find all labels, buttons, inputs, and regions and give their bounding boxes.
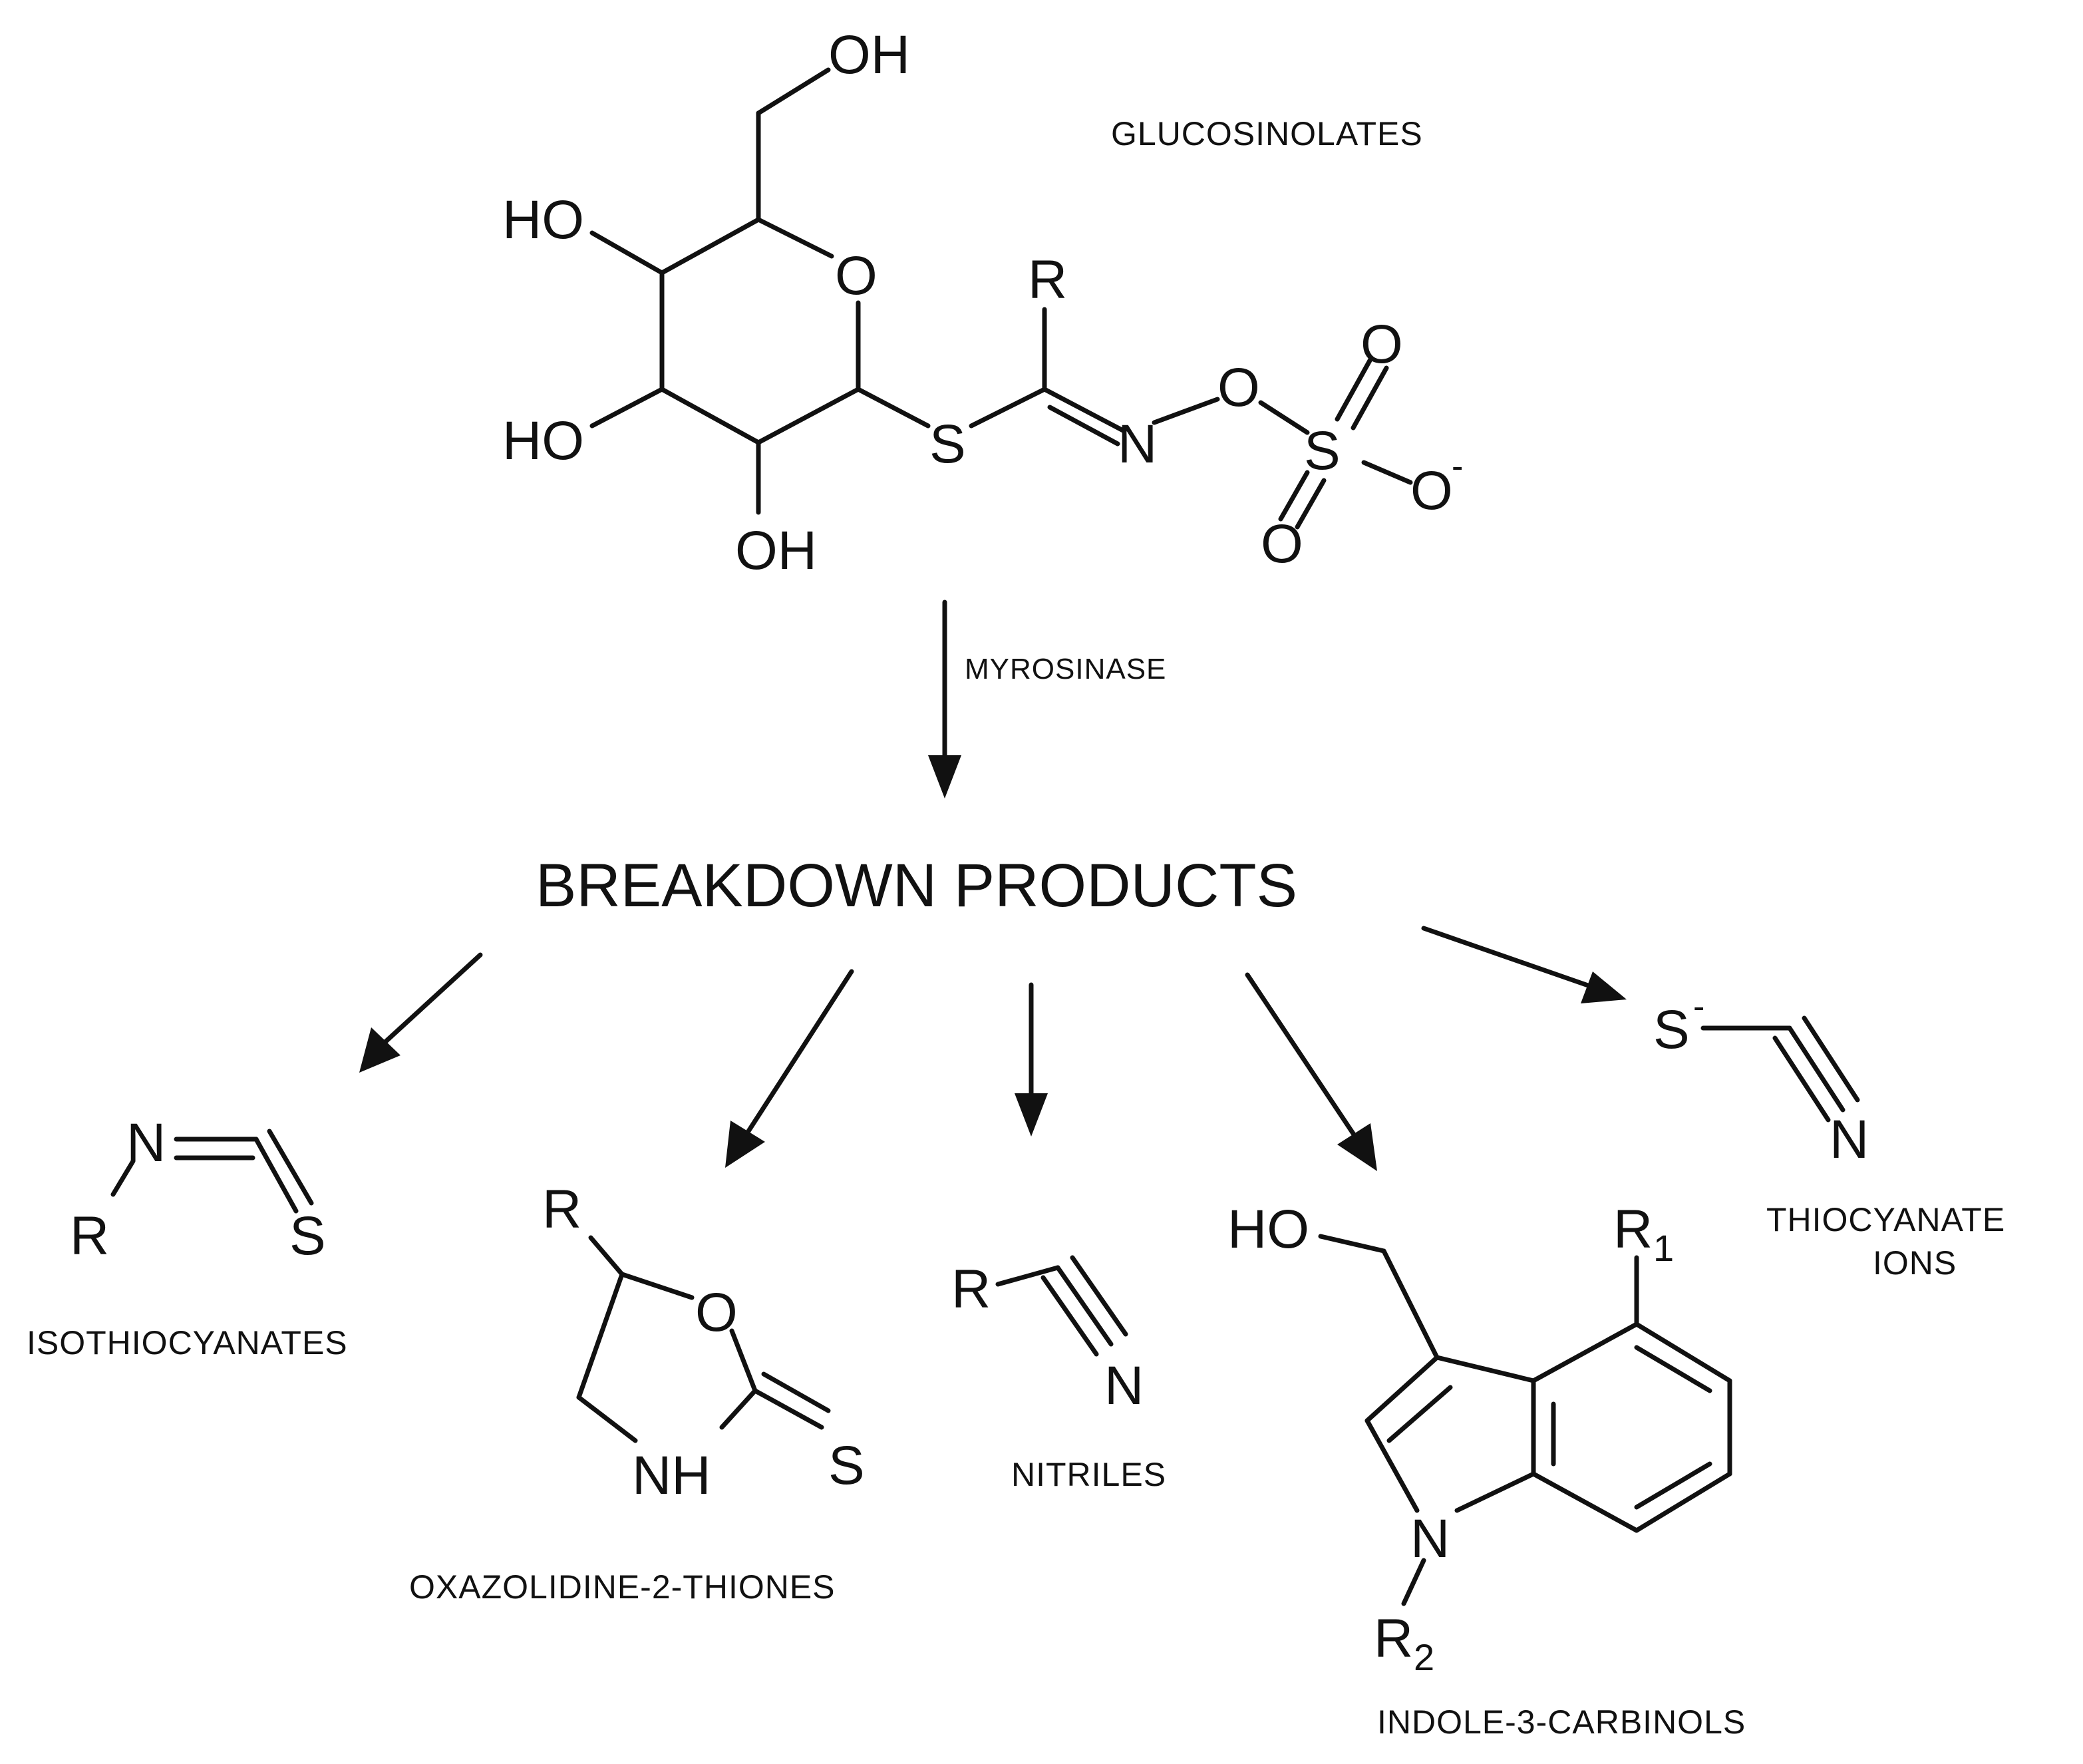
atom-indole-n: N [1410,1508,1450,1569]
atom-thiocyanate-s: S [1653,999,1690,1060]
nitrile-structure: R N [951,1255,1144,1416]
atom-sulfate-o-top: O [1361,314,1403,375]
branch-arrow-oxazolidine [725,969,854,1168]
ring-bond-c2-c3 [659,387,761,445]
atom-thio-s: S [929,414,966,474]
atom-r-glucosinolate: R [1028,250,1067,310]
label-glucosinolates: GLUCOSINOLATES [1111,115,1423,152]
subscript-r1: 1 [1653,1227,1674,1269]
atom-indole-ho: HO [1227,1199,1309,1260]
atom-oh-bottom: OH [735,520,817,581]
atom-ho-lower: HO [502,411,584,471]
label-isothiocyanates: ISOTHIOCYANATES [27,1324,348,1361]
bond-s-o-top-b [1351,365,1389,431]
bond-c4-oh [589,230,665,275]
atom-oxa-r: R [542,1179,581,1240]
bond-s-o-bottom-b [1295,478,1327,530]
oxazolidine-structure: R O NH S [542,1179,865,1506]
bond-o-s [1258,400,1310,435]
charge-minus-sulfate: - [1452,447,1463,486]
bond-n-o [1152,397,1220,425]
bond-c1-s [856,387,931,429]
atom-nitrile-r: R [951,1259,991,1320]
label-indole: INDOLE-3-CARBINOLS [1377,1703,1746,1741]
label-thiocyanate-line1: THIOCYANATE [1766,1201,2005,1238]
atom-iso-s: S [289,1206,326,1266]
branch-arrow-isothiocyanates [359,952,483,1073]
atom-sulfate-o-bottom: O [1261,514,1303,574]
bond-ch2-oh [756,67,831,116]
bond-s-c [969,387,1047,429]
atom-nitrile-n: N [1104,1355,1144,1416]
atom-thiocyanate-n: N [1830,1109,1869,1170]
arrow-head-main [928,755,961,798]
ring-bond-c5-o [756,217,834,259]
branch-arrow-nitriles [1015,982,1048,1137]
atom-ho-upper: HO [502,190,584,250]
branch-arrow-thiocyanate [1421,926,1627,1003]
bond-c-n-inner [1047,405,1120,446]
atom-indole-r1: R [1613,1199,1653,1260]
atom-oxa-o: O [695,1282,738,1343]
bond-s-o-top-a [1335,357,1373,422]
bond-c3-oh [589,387,665,429]
bond-s-o-bottom-a [1278,470,1310,522]
label-oxazolidine: OXAZOLIDINE-2-THIONES [409,1568,836,1606]
isothiocyanate-structure: N R S [70,1113,326,1266]
label-nitriles: NITRILES [1011,1456,1166,1493]
glucosinolate-structure: OH HO O R HO S N O O S O - O OH [502,25,1463,581]
atom-oxa-s: S [828,1435,865,1496]
subscript-r2: 2 [1414,1636,1434,1678]
label-breakdown-products: BREAKDOWN PRODUCTS [536,852,1297,920]
bond-s-o-minus [1361,460,1413,485]
atom-oxime-o: O [1217,357,1260,418]
thiocyanate-structure: S - N [1653,987,1869,1170]
atom-iso-n: N [126,1113,166,1173]
myrosinase-arrow [928,600,961,798]
atom-sulfate-o-minus: O [1410,460,1453,521]
atom-sulfate-s: S [1304,421,1341,481]
bond-c-n-outer [1042,387,1127,434]
ring-bond-c4-c5 [659,217,761,275]
atom-indole-r2: R [1374,1608,1413,1669]
atom-ring-oxygen: O [835,246,878,306]
atom-oh-top: OH [828,25,910,85]
label-thiocyanate-line2: IONS [1873,1244,1957,1282]
label-myrosinase: MYROSINASE [965,653,1166,685]
atom-oxa-nh: NH [632,1445,711,1506]
atom-imine-n: N [1118,414,1157,474]
branch-arrow-indole [1245,972,1377,1171]
indole-structure: HO R 1 N R 2 [1227,1199,1732,1678]
charge-minus-thiocyanate: - [1693,987,1704,1026]
atom-iso-r: R [70,1206,109,1266]
ring-bond-c1-c2 [756,387,861,445]
